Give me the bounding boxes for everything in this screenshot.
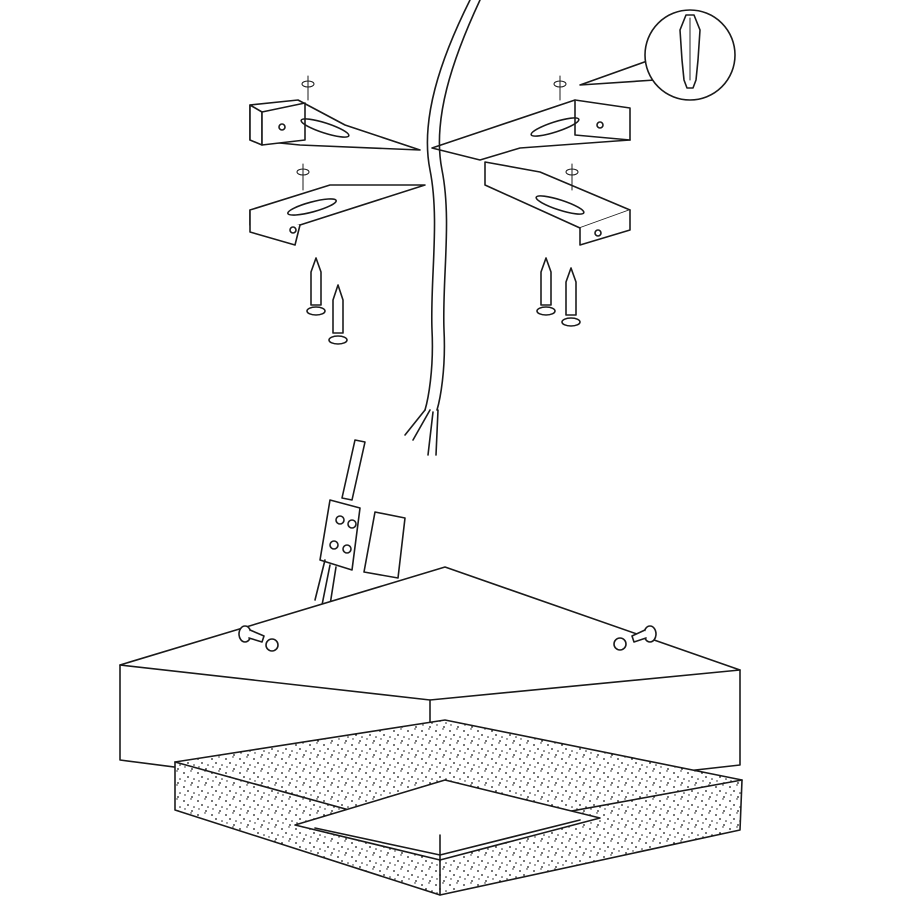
drill-hole-markers <box>296 75 579 191</box>
led-diffuser <box>174 719 743 896</box>
screws <box>306 257 581 345</box>
screw-icon <box>536 257 556 316</box>
screw-icon <box>238 625 279 652</box>
lamp-housing <box>119 566 741 801</box>
screw-icon <box>613 625 657 651</box>
terminal-block <box>314 439 406 606</box>
mains-cable <box>404 0 481 456</box>
screw-icon <box>306 257 326 316</box>
wall-plug-callout <box>579 9 736 101</box>
screw-icon <box>561 267 581 327</box>
screw-icon <box>328 284 348 345</box>
mounting-bracket <box>249 75 631 246</box>
